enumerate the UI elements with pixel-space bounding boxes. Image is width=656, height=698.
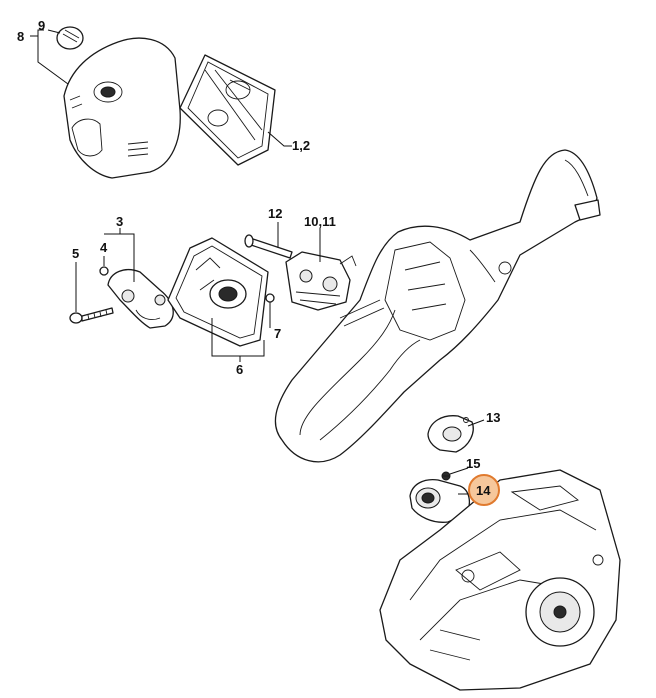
callout-14-highlight[interactable]: 14 (468, 474, 500, 506)
callout-1-2: 1,2 (292, 138, 310, 153)
screw (69, 307, 114, 324)
callout-4: 4 (100, 240, 108, 255)
pin (244, 234, 293, 259)
bracket (107, 269, 174, 329)
shroud-cover (63, 37, 181, 179)
filler-cap (56, 26, 84, 50)
air-filter (179, 54, 276, 166)
callout-9: 9 (38, 18, 45, 33)
callout-12: 12 (268, 206, 282, 221)
engine-housing (379, 469, 621, 691)
callout-14: 14 (476, 483, 491, 498)
manifold (409, 478, 471, 523)
callout-15: 15 (466, 456, 480, 471)
leader-lines (30, 29, 485, 495)
callout-10-11: 10,11 (304, 214, 336, 229)
callout-6: 6 (236, 362, 243, 377)
carburetor (285, 251, 357, 311)
rear-handle-housing (274, 149, 601, 463)
callout-13: 13 (486, 410, 500, 425)
small-screw (441, 471, 451, 481)
callout-5: 5 (72, 246, 79, 261)
callout-3: 3 (116, 214, 123, 229)
callout-labels: 8 9 1,2 3 4 5 6 7 10,11 12 13 15 14 (17, 18, 500, 506)
fastener (265, 293, 275, 303)
callout-7: 7 (274, 326, 281, 341)
intake-flange (427, 415, 474, 453)
callout-8: 8 (17, 29, 24, 44)
washer (99, 266, 109, 276)
carburetor-base (167, 237, 269, 347)
